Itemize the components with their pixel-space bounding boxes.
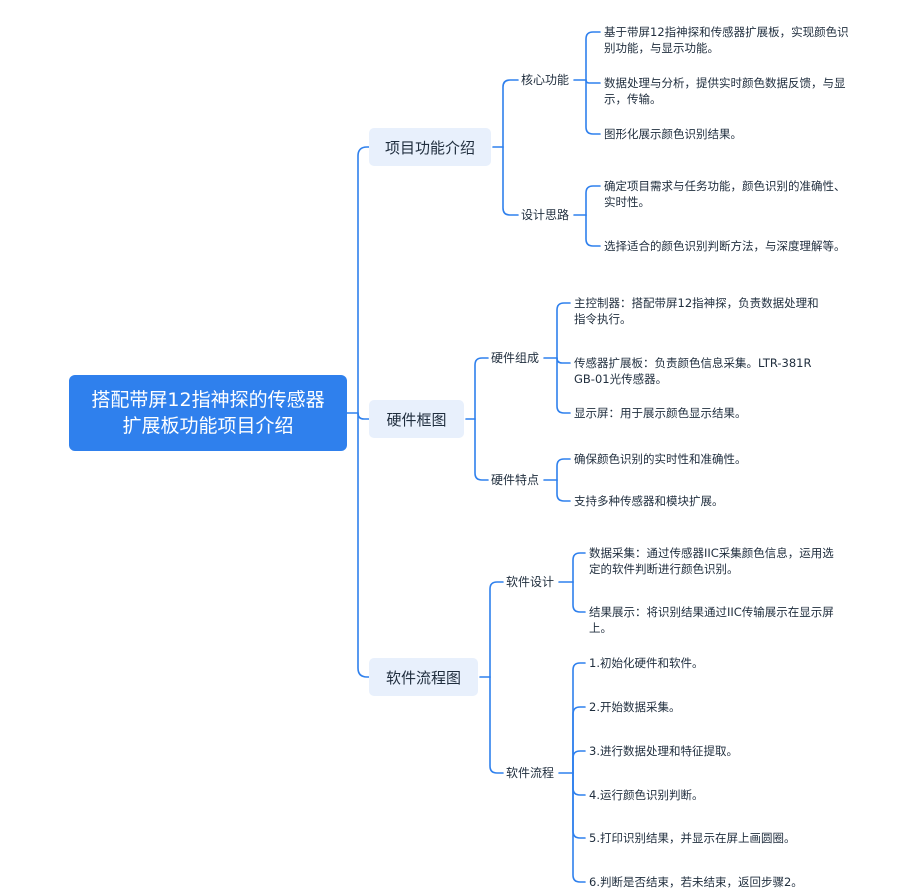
leaf-item[interactable]: 图形化展示颜色识别结果。 — [604, 127, 742, 141]
connector-line — [556, 458, 571, 481]
subtopic-hardware-composition[interactable]: 硬件组成 — [491, 351, 540, 365]
connector-line — [585, 31, 601, 81]
leaf-item[interactable]: 1.初始化硬件和软件。 — [589, 656, 704, 670]
leaf-item[interactable]: 选择适合的颜色识别判断方法，与深度理解等。 — [604, 239, 846, 253]
subtopic-software-design[interactable]: 软件设计 — [506, 575, 555, 589]
connector-line — [474, 418, 489, 481]
leaf-item[interactable]: 数据处理与分析，提供实时颜色数据反馈，与显示，传输。 — [604, 76, 846, 106]
root-topic-label: 搭配带屏12指神探的传感器扩展板功能项目介绍 — [91, 389, 325, 437]
leaf-item[interactable]: 传感器扩展板：负责颜色信息采集。LTR-381RGB-01光传感器。 — [574, 356, 812, 386]
branch-project-features[interactable]: 项目功能介绍 — [369, 128, 491, 166]
connector-line — [357, 412, 370, 420]
branch-label: 项目功能介绍 — [384, 138, 475, 157]
connector-line — [585, 79, 601, 84]
leaf-item[interactable]: 基于带屏12指神探和传感器扩展板，实现颜色识别功能，与显示功能。 — [604, 25, 849, 55]
leaf-item[interactable]: 显示屏：用于展示颜色显示结果。 — [574, 406, 747, 420]
branch-hardware-diagram[interactable]: 硬件框图 — [369, 400, 464, 438]
connector-line — [585, 79, 601, 135]
connector-line — [502, 79, 519, 148]
connector-line — [489, 676, 504, 774]
connector-line — [572, 552, 586, 583]
connector-line — [556, 302, 571, 359]
root-topic[interactable]: 搭配带屏12指神探的传感器扩展板功能项目介绍 — [69, 375, 347, 451]
subtopic-software-flow[interactable]: 软件流程 — [506, 766, 555, 780]
connector-line — [585, 185, 601, 216]
connector-line — [556, 357, 571, 414]
connector-line — [474, 357, 489, 420]
connector-line — [357, 412, 370, 678]
connector-line — [572, 772, 586, 883]
subtopic-design-approach[interactable]: 设计思路 — [521, 208, 570, 222]
branch-label: 软件流程图 — [385, 668, 461, 687]
leaf-item[interactable]: 2.开始数据采集。 — [589, 700, 681, 714]
leaf-item[interactable]: 主控制器：搭配带屏12指神探，负责数据处理和指令执行。 — [574, 296, 819, 326]
connector-line — [572, 772, 586, 796]
leaf-item[interactable]: 3.进行数据处理和特征提取。 — [589, 744, 738, 758]
connector-line — [357, 146, 370, 414]
leaf-item[interactable]: 数据采集：通过传感器IIC采集颜色信息，运用选定的软件判断进行颜色识别。 — [589, 546, 834, 576]
subtopic-hardware-features[interactable]: 硬件特点 — [491, 473, 540, 487]
leaf-item[interactable]: 6.判断是否结束，若未结束，返回步骤2。 — [589, 875, 803, 889]
connector-line — [572, 772, 586, 839]
connector-line — [572, 750, 586, 774]
leaf-item[interactable]: 确保颜色识别的实时性和准确性。 — [574, 452, 747, 466]
connector-line — [556, 479, 571, 502]
leaf-item[interactable]: 支持多种传感器和模块扩展。 — [574, 494, 724, 508]
leaf-item[interactable]: 4.运行颜色识别判断。 — [589, 788, 704, 802]
subtopic-core-functions[interactable]: 核心功能 — [521, 73, 570, 87]
branch-software-flowchart[interactable]: 软件流程图 — [369, 658, 478, 696]
connector-line — [489, 581, 504, 678]
leaf-item[interactable]: 5.打印识别结果，并显示在屏上画圆圈。 — [589, 831, 796, 845]
leaf-item[interactable]: 结果展示：将识别结果通过IIC传输展示在显示屏上。 — [589, 605, 834, 635]
leaf-item[interactable]: 确定项目需求与任务功能，颜色识别的准确性、实时性。 — [604, 179, 846, 209]
connector-line — [556, 357, 571, 364]
connector-line — [572, 706, 586, 774]
branch-label: 硬件框图 — [386, 410, 447, 429]
connector-line — [502, 146, 519, 216]
connector-line — [572, 662, 586, 774]
connector-line — [585, 214, 601, 247]
connector-line — [572, 581, 586, 613]
